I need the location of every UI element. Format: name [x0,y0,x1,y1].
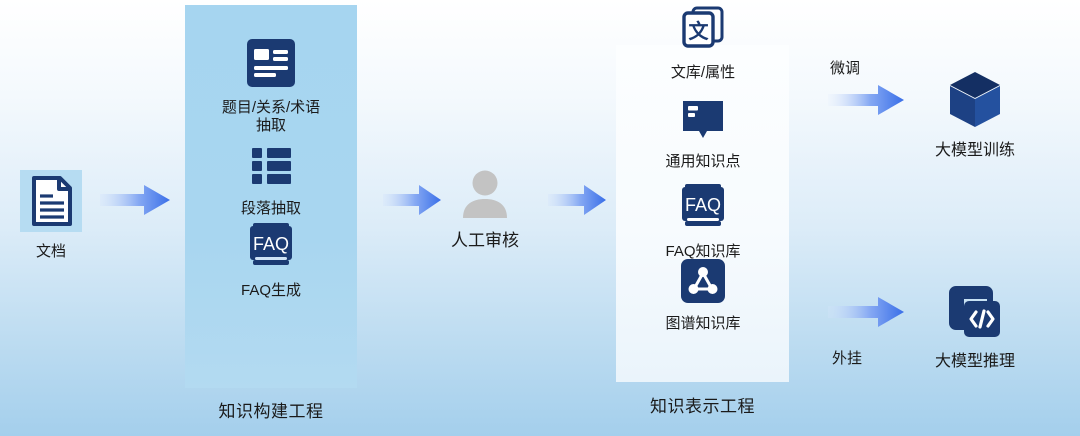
node-model-inference[interactable]: 大模型推理 [920,285,1030,372]
code-window-icon [946,285,1004,346]
node-manual-review-label: 人工审核 [451,231,519,250]
node-text-library-attribute-label: 文库/属性 [670,64,736,81]
svg-text:FAQ: FAQ [685,195,721,215]
arrow-construction-to-review [383,183,443,222]
graph-icon [680,258,726,309]
node-manual-review[interactable]: 人工审核 [435,168,535,252]
node-faq-generation[interactable]: FAQ FAQ生成 [211,219,331,300]
node-topic-relation-term-extraction[interactable]: 题目/关系/术语 抽取 [201,38,341,136]
arrow-to-model-inference [828,295,906,334]
node-general-knowledge-point-label: 通用知识点 [665,153,741,170]
node-document[interactable]: 文档 [12,170,90,261]
node-model-training-label: 大模型训练 [934,142,1015,159]
node-faq-knowledge-base[interactable]: FAQ FAQ知识库 [643,180,763,261]
node-model-training[interactable]: 大模型训练 [920,70,1030,161]
node-topic-relation-term-extraction-label: 题目/关系/术语 抽取 [221,99,321,135]
node-graph-knowledge-base[interactable]: 图谱知识库 [643,258,763,333]
faq-book-icon: FAQ [245,219,297,276]
person-icon [455,168,515,225]
edge-label-plugin: 外挂 [832,350,863,367]
article-extract-icon [246,38,296,93]
svg-text:文: 文 [689,19,710,43]
node-faq-generation-label: FAQ生成 [240,282,301,299]
node-faq-knowledge-base-label: FAQ知识库 [665,243,741,260]
node-general-knowledge-point[interactable]: 通用知识点 [643,98,763,171]
arrow-document-to-construction [100,183,172,222]
node-text-library-attribute[interactable]: 文 文库/属性 [643,5,763,82]
node-paragraph-extraction-label: 段落抽取 [240,200,301,217]
node-paragraph-extraction[interactable]: 段落抽取 [211,143,331,218]
node-model-inference-label: 大模型推理 [934,353,1015,370]
node-document-label: 文档 [35,243,66,260]
edge-label-fine-tune: 微调 [830,60,861,77]
text-library-icon: 文 [679,5,727,58]
arrow-to-model-training [828,83,906,122]
node-graph-knowledge-base-label: 图谱知识库 [665,315,741,332]
svg-text:FAQ: FAQ [253,234,289,254]
panel-knowledge-construction-caption: 知识构建工程 [218,402,324,421]
open-book-icon [680,98,726,147]
list-icon [246,143,296,194]
panel-knowledge-representation-caption: 知识表示工程 [650,397,755,416]
faq-book-icon: FAQ [677,180,729,237]
cube-icon [946,70,1004,135]
document-icon [20,170,82,237]
arrow-review-to-representation [548,183,608,222]
